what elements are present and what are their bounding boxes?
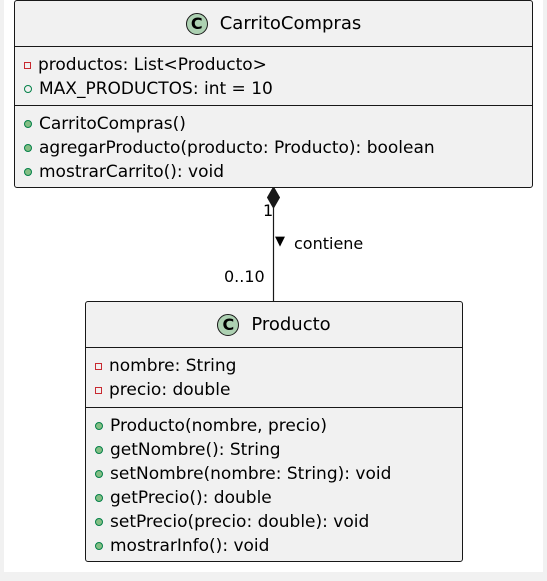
method-row: getNombre(): String (95, 438, 462, 462)
class-name: CarritoCompras (219, 13, 362, 34)
attribute-row: productos: List<Producto> (24, 53, 532, 77)
method-row: CarritoCompras() (24, 112, 532, 136)
class-producto[interactable]: C Producto nombre: String precio: double… (85, 301, 463, 562)
method-text: setNombre(nombre: String): void (110, 464, 392, 484)
private-visibility-icon (95, 386, 102, 394)
attribute-row: precio: double (95, 378, 462, 402)
public-method-icon (95, 542, 103, 550)
method-row: getPrecio(): double (95, 486, 462, 510)
attribute-text: productos: List<Producto> (38, 55, 267, 75)
attribute-text: precio: double (109, 380, 231, 400)
class-header: C CarritoCompras (15, 1, 532, 47)
method-text: mostrarCarrito(): void (39, 162, 225, 182)
private-visibility-icon (24, 61, 31, 69)
attribute-row: MAX_PRODUCTOS: int = 10 (24, 77, 532, 101)
method-text: getPrecio(): double (110, 488, 272, 508)
attribute-row: nombre: String (95, 354, 462, 378)
target-multiplicity: 0..10 (224, 267, 265, 286)
method-text: agregarProducto(producto: Producto): boo… (39, 138, 435, 158)
source-multiplicity: 1 (263, 201, 274, 220)
method-row: mostrarInfo(): void (95, 534, 462, 558)
private-visibility-icon (95, 362, 102, 370)
public-method-icon (95, 446, 103, 454)
class-name: Producto (251, 314, 331, 335)
methods-section: CarritoCompras() agregarProducto(product… (15, 105, 532, 184)
attributes-section: nombre: String precio: double (86, 348, 462, 407)
public-method-icon (95, 518, 103, 526)
method-row: setPrecio(precio: double): void (95, 510, 462, 534)
relation-label: contiene (294, 234, 364, 253)
public-method-icon (24, 144, 32, 152)
method-text: setPrecio(precio: double): void (110, 512, 370, 532)
public-method-icon (95, 422, 103, 430)
public-visibility-icon (24, 85, 32, 93)
public-method-icon (24, 168, 32, 176)
class-header: C Producto (86, 302, 462, 348)
public-method-icon (95, 470, 103, 478)
attributes-section: productos: List<Producto> MAX_PRODUCTOS:… (15, 47, 532, 105)
public-method-icon (95, 494, 103, 502)
direction-arrow-icon: ▼ (275, 234, 285, 249)
method-text: getNombre(): String (110, 440, 281, 460)
method-text: Producto(nombre, precio) (110, 416, 327, 436)
class-badge-icon: C (185, 12, 208, 35)
attribute-text: nombre: String (109, 356, 237, 376)
method-row: mostrarCarrito(): void (24, 160, 532, 184)
public-method-icon (24, 120, 32, 128)
class-badge-icon: C (217, 313, 240, 336)
method-row: Producto(nombre, precio) (95, 414, 462, 438)
attribute-text: MAX_PRODUCTOS: int = 10 (39, 79, 273, 99)
method-text: CarritoCompras() (39, 114, 186, 134)
method-row: setNombre(nombre: String): void (95, 462, 462, 486)
methods-section: Producto(nombre, precio) getNombre(): St… (86, 407, 462, 558)
method-row: agregarProducto(producto: Producto): boo… (24, 136, 532, 160)
method-text: mostrarInfo(): void (110, 536, 270, 556)
class-carrito-compras[interactable]: C CarritoCompras productos: List<Product… (14, 0, 533, 188)
composition-diamond (266, 185, 281, 210)
